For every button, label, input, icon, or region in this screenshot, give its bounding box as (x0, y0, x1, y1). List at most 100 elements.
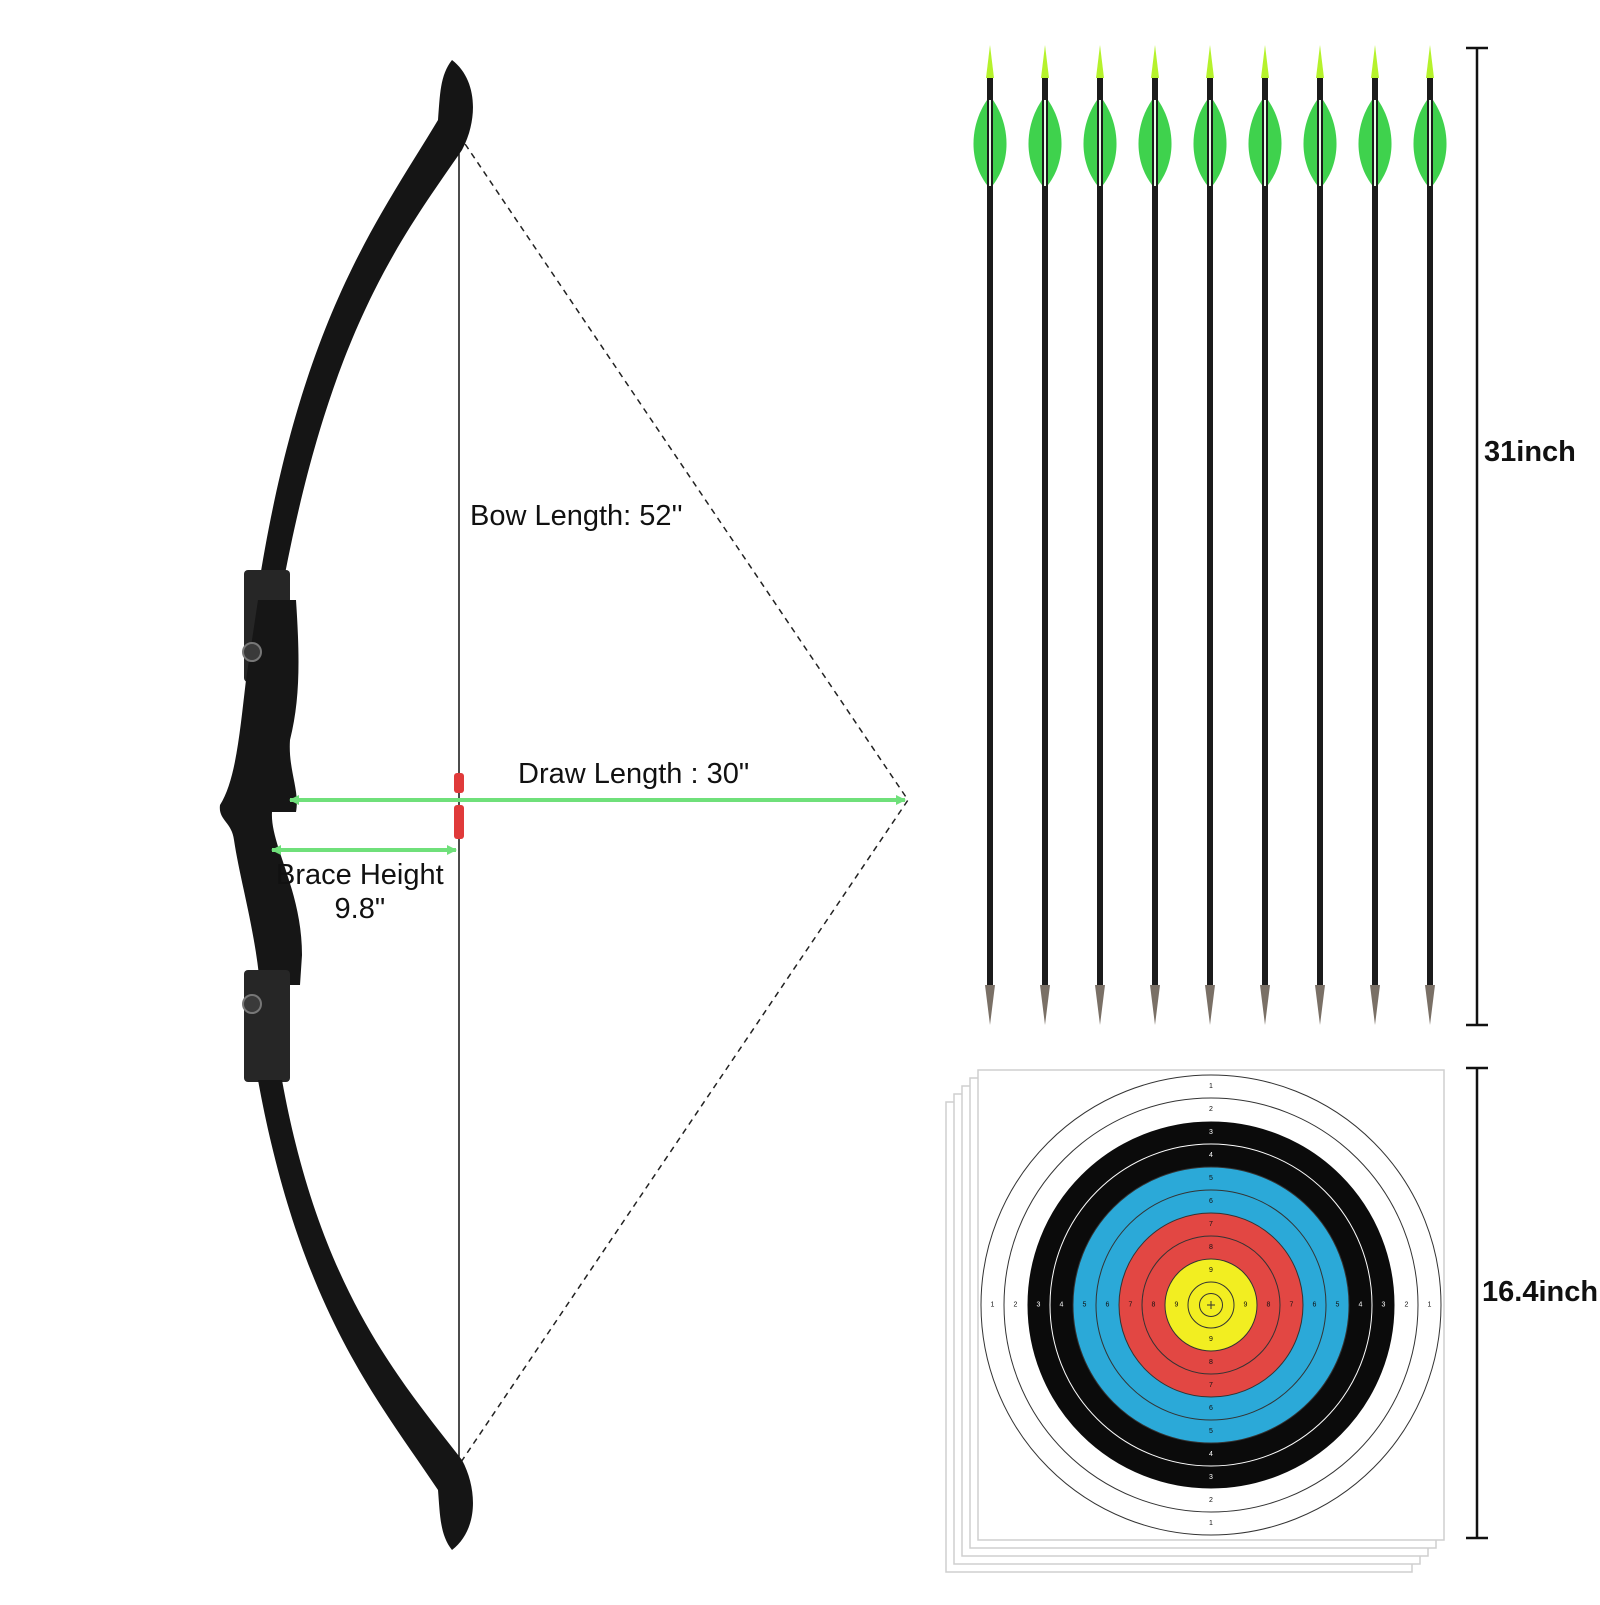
arrow-fletching (973, 100, 987, 185)
ring-number: 1 (1428, 1302, 1432, 1309)
ring-number: 4 (1060, 1302, 1064, 1309)
arrow-shaft (1372, 78, 1378, 990)
draw-length-label: Draw Length : 30" (518, 758, 750, 790)
ring-number: 4 (1359, 1302, 1363, 1309)
ring-number: 8 (1209, 1244, 1213, 1251)
ring-number: 3 (1209, 1474, 1213, 1481)
upper-nock-point (454, 773, 464, 793)
arrow-point (1425, 985, 1435, 1025)
arrow-point (1150, 985, 1160, 1025)
ring-number: 3 (1382, 1302, 1386, 1309)
arrow-vane-spine (1099, 100, 1101, 186)
arrow-shaft (1097, 78, 1103, 990)
riser (219, 600, 302, 985)
arrow-nock (1041, 45, 1049, 78)
brace-height-title: Brace Height (276, 859, 444, 891)
arrow-fletching (1433, 100, 1447, 185)
arrow-vane-spine (1319, 100, 1321, 186)
ring-number: 8 (1152, 1302, 1156, 1309)
ring-number: 4 (1209, 1152, 1213, 1159)
ring-number: 1 (1209, 1083, 1213, 1090)
ring-number: 5 (1209, 1175, 1213, 1182)
ring-number: 9 (1209, 1267, 1213, 1274)
arrow-point (1040, 985, 1050, 1025)
arrow (1028, 45, 1062, 1025)
arrow-vane-spine (1154, 100, 1156, 186)
upper-bolt-icon (242, 642, 262, 662)
arrow-fletching (1083, 100, 1097, 185)
arrow-nock (1371, 45, 1379, 78)
arrow-fletching (1248, 100, 1262, 185)
ring-number: 7 (1129, 1302, 1133, 1309)
ring-number: 7 (1290, 1302, 1294, 1309)
arrow (1413, 45, 1447, 1025)
arrow-nock (1096, 45, 1104, 78)
lower-limb (258, 1080, 473, 1550)
arrow-point (985, 985, 995, 1025)
ring-number: 5 (1336, 1302, 1340, 1309)
arrow (1358, 45, 1392, 1025)
arrow-point (1260, 985, 1270, 1025)
arrow-vane-spine (1264, 100, 1266, 186)
lower-bolt-icon (242, 994, 262, 1014)
recurve-bow (219, 60, 909, 1550)
ring-number: 6 (1209, 1405, 1213, 1412)
arrow-length-label: 31inch (1484, 436, 1576, 468)
arrow-shaft (1207, 78, 1213, 990)
arrow-shaft (1427, 78, 1433, 990)
arrow-fletching (1413, 100, 1427, 185)
ring-number: 3 (1209, 1129, 1213, 1136)
lower-nock-point (454, 805, 464, 839)
target-size-label: 16.4inch (1482, 1276, 1599, 1308)
arrow-shaft (1042, 78, 1048, 990)
arrow-length-dimension (1466, 46, 1488, 1027)
ring-number: 9 (1209, 1336, 1213, 1343)
ring-number: 2 (1209, 1497, 1213, 1504)
ring-number: 5 (1209, 1428, 1213, 1435)
target-x-ring (1199, 1293, 1223, 1317)
ring-number: 2 (1405, 1302, 1409, 1309)
arrow-vane-spine (1429, 100, 1431, 186)
arrow-nock (1261, 45, 1269, 78)
arrow-fletching (1193, 100, 1207, 185)
ring-number: 6 (1209, 1198, 1213, 1205)
arrow-vane-spine (1374, 100, 1376, 186)
arrow-fletching (1048, 100, 1062, 185)
arrow-set (973, 45, 1447, 1025)
ring-number: 2 (1014, 1302, 1018, 1309)
arrow-point (1315, 985, 1325, 1025)
arrow-fletching (1103, 100, 1117, 185)
arrow-vane-spine (1044, 100, 1046, 186)
target-size-dimension (1466, 1066, 1488, 1540)
arrow-nock (1316, 45, 1324, 78)
arrow (973, 45, 1007, 1025)
arrow-fletching (1378, 100, 1392, 185)
arrow-fletching (1303, 100, 1317, 185)
arrow-point (1205, 985, 1215, 1025)
ring-number: 3 (1037, 1302, 1041, 1309)
ring-number: 8 (1209, 1359, 1213, 1366)
arrow (1138, 45, 1172, 1025)
arrow-fletching (1323, 100, 1337, 185)
ring-number: 6 (1313, 1302, 1317, 1309)
arrow-fletching (1213, 100, 1227, 185)
arrow-fletching (1358, 100, 1372, 185)
ring-number: 5 (1083, 1302, 1087, 1309)
arrow-shaft (1317, 78, 1323, 990)
arrow-fletching (1138, 100, 1152, 185)
arrow-fletching (1268, 100, 1282, 185)
arrow-shaft (987, 78, 993, 990)
ring-number: 1 (991, 1302, 995, 1309)
ring-number: 2 (1209, 1106, 1213, 1113)
drawn-string-outline (458, 134, 909, 1466)
arrow (1248, 45, 1282, 1025)
brace-height-label: Brace Height 9.8" (276, 858, 444, 926)
arrow (1193, 45, 1227, 1025)
arrow-nock (986, 45, 994, 78)
arrow-point (1370, 985, 1380, 1025)
arrow-fletching (1158, 100, 1172, 185)
ring-number: 6 (1106, 1302, 1110, 1309)
arrow-nock (1426, 45, 1434, 78)
brace-height-value: 9.8" (334, 893, 386, 925)
